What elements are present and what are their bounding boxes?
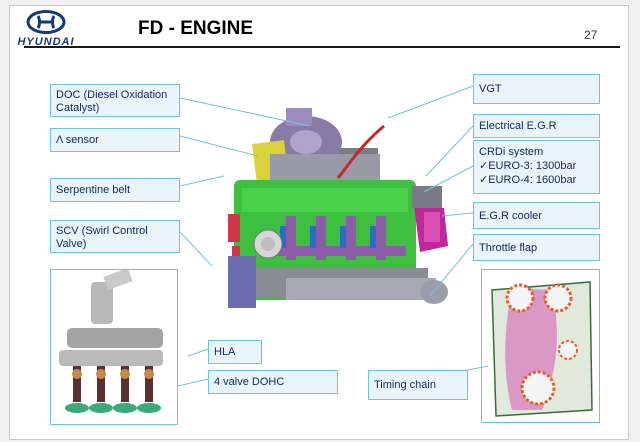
page-number: 27 <box>584 28 598 42</box>
label-hla: HLA <box>208 340 262 364</box>
label-serpentine-belt: Serpentine belt <box>50 178 180 202</box>
engine-illustration <box>228 108 448 308</box>
hyundai-logo-icon <box>26 10 66 34</box>
label-doc: DOC (Diesel Oxidation Catalyst) <box>50 84 180 117</box>
label-vgt: VGT <box>473 74 600 104</box>
label-lambda-sensor: Λ sensor <box>50 128 180 152</box>
timing-chain-frame <box>481 269 600 423</box>
page-title: FD - ENGINE <box>138 18 254 39</box>
label-4-valve-dohc: 4 valve DOHC <box>208 370 338 394</box>
slide: HYUNDAI FD - ENGINE 27 <box>9 5 629 440</box>
crdi-euro3: ✓EURO-3: 1300bar <box>479 160 577 172</box>
hla-valvetrain-frame <box>50 267 178 425</box>
crdi-title: CRDi system <box>479 146 544 158</box>
label-scv: SCV (Swirl Control Valve) <box>50 220 180 253</box>
label-timing-chain: Timing chain <box>368 370 468 400</box>
valvetrain-illustration <box>59 267 163 413</box>
label-crdi-system: CRDi system ✓EURO-3: 1300bar ✓EURO-4: 16… <box>473 140 600 194</box>
title-rule <box>24 46 620 48</box>
crdi-euro4: ✓EURO-4: 1600bar <box>479 174 577 186</box>
brand-name: HYUNDAI <box>17 36 75 48</box>
label-egr-cooler: E.G.R cooler <box>473 202 600 229</box>
timing-chain-illustration <box>491 281 593 417</box>
label-electrical-egr: Electrical E.G.R <box>473 114 600 138</box>
label-throttle-flap: Throttle flap <box>473 234 600 261</box>
